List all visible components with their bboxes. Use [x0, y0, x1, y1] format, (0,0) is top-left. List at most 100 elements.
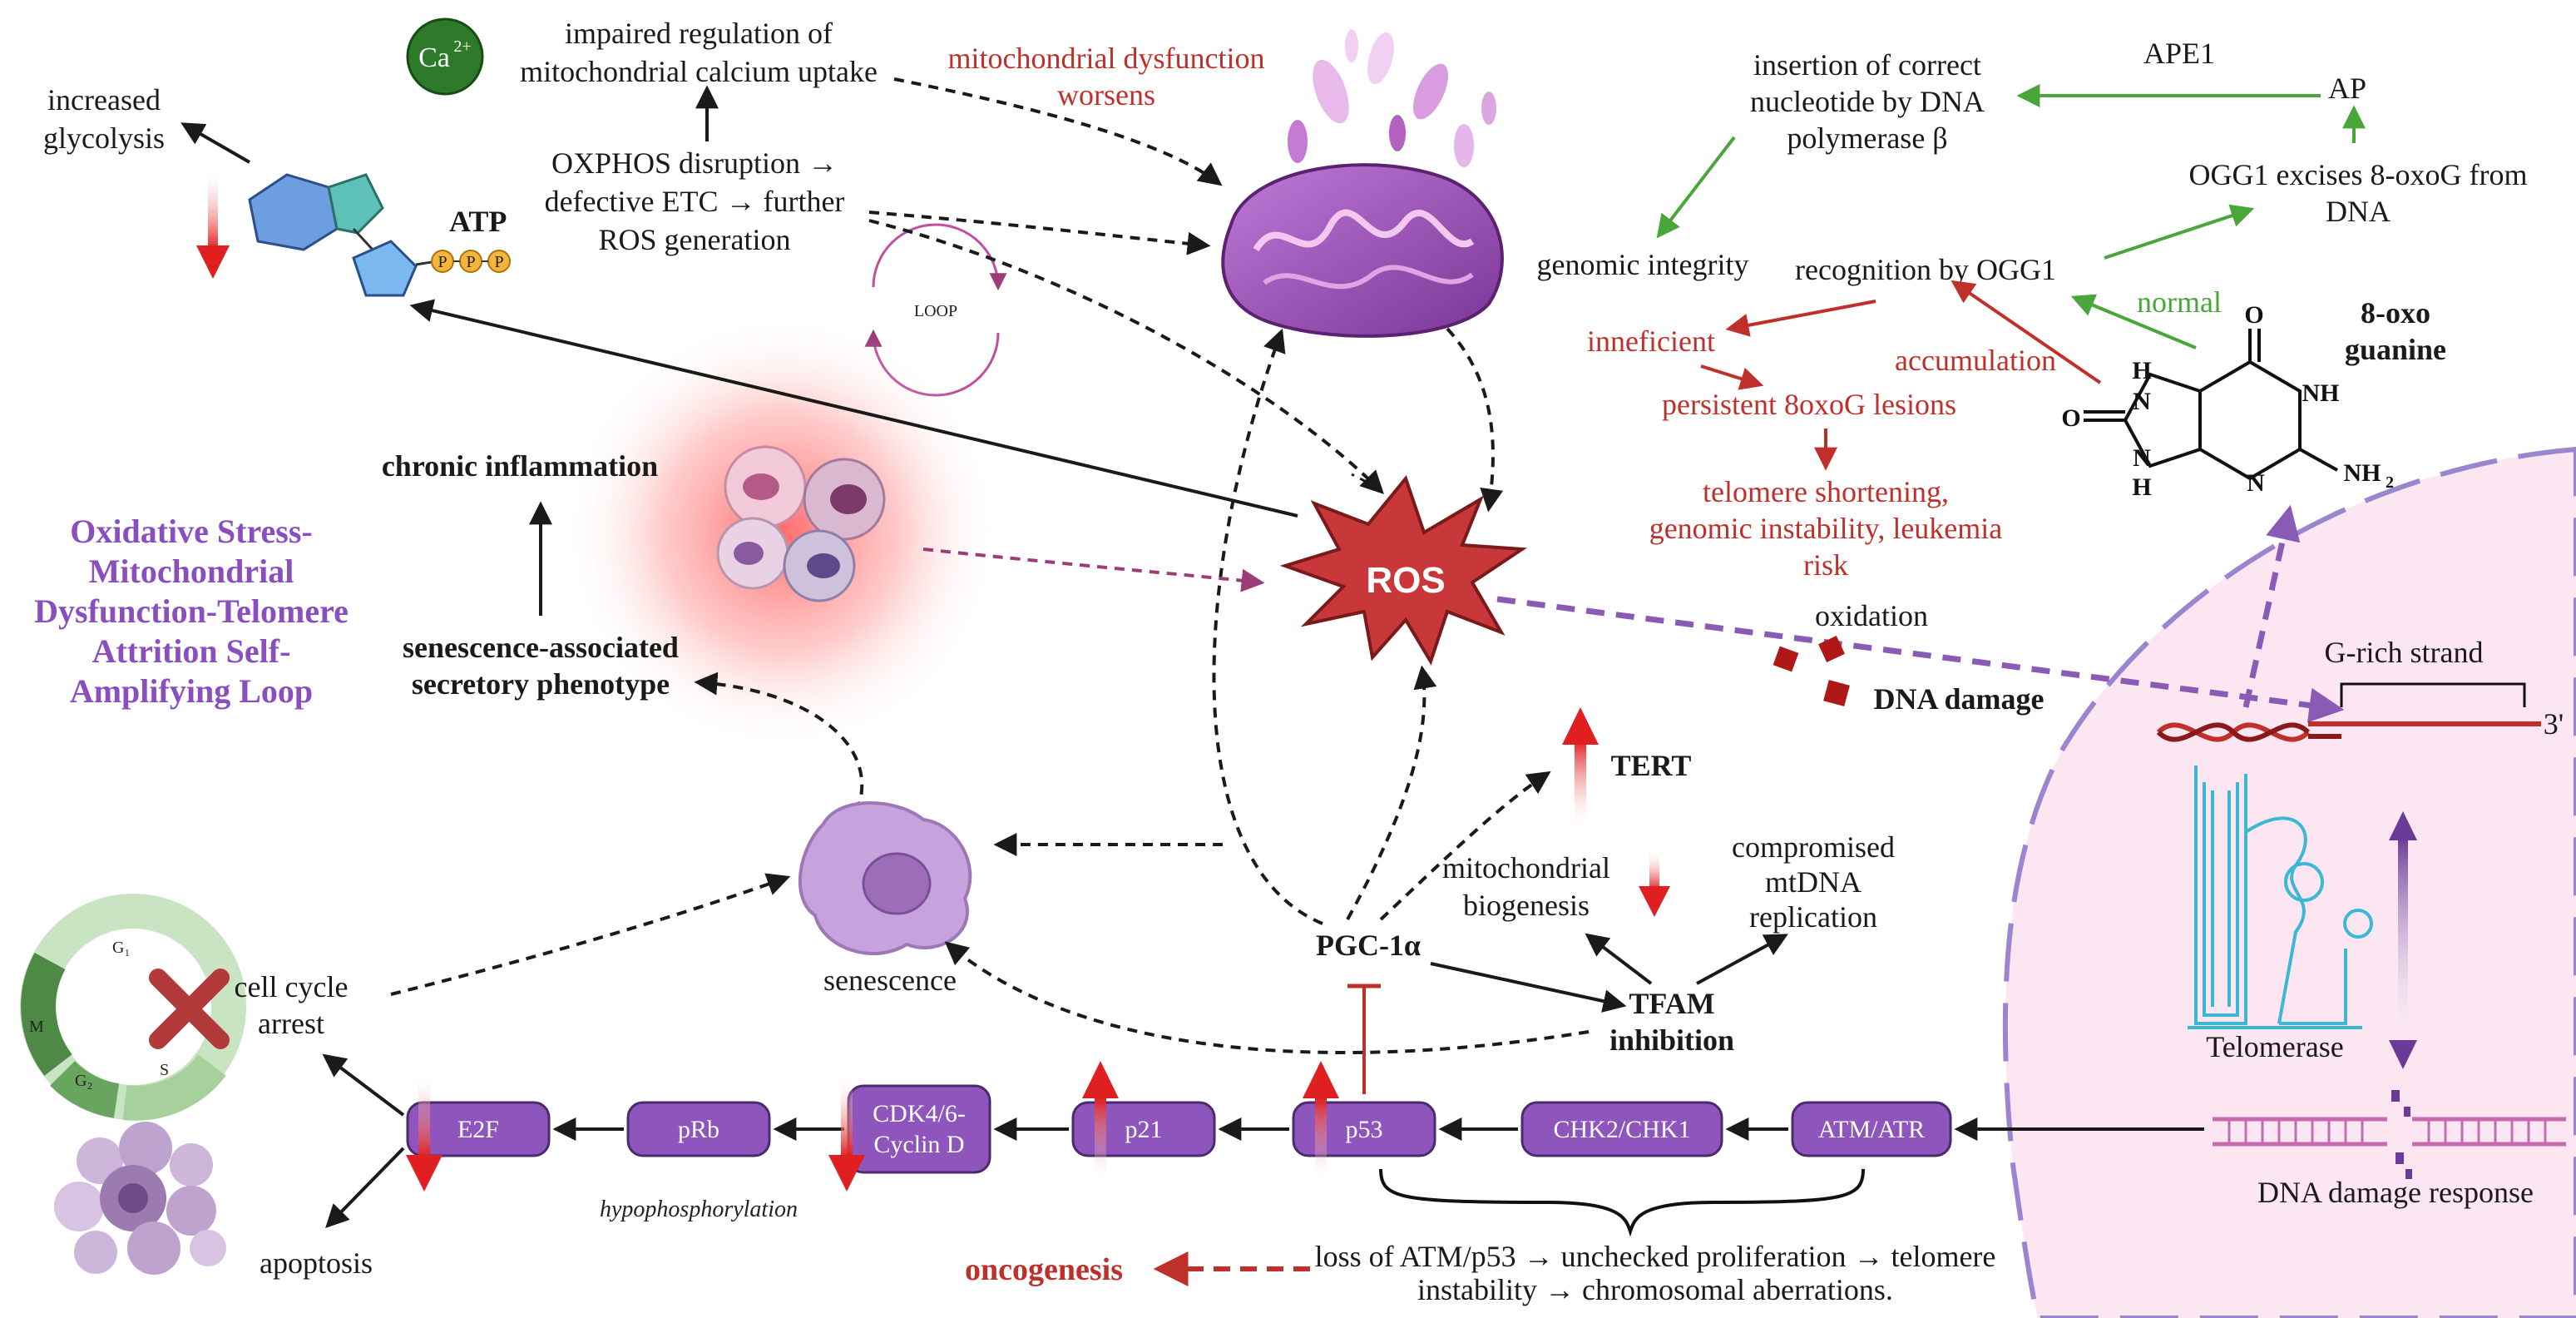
svg-text:Attrition Self-: Attrition Self-	[92, 632, 291, 670]
cell-membrane	[2002, 446, 2576, 1318]
svg-text:TFAM: TFAM	[1629, 987, 1714, 1020]
svg-text:G₂: G₂	[75, 1072, 92, 1090]
e2f-down-arrow-head	[406, 1155, 443, 1192]
ros-label: ROS	[1366, 560, 1445, 601]
impaired-calcium-label: impaired regulation of mitochondrial cal…	[520, 17, 878, 88]
arrow-tfam-to-senescence	[944, 941, 1590, 1054]
pathway-brace	[1379, 1168, 1865, 1237]
arrow-inflammation-to-ros	[922, 548, 1265, 592]
immune-cells-icon	[716, 445, 886, 602]
oncogenesis-label: oncogenesis	[965, 1252, 1123, 1287]
node-p21-label: p21	[1125, 1116, 1163, 1143]
increased-glycolysis-label: increased glycolysis	[43, 83, 165, 155]
chronic-inflammation-label: chronic inflammation	[382, 449, 658, 483]
svg-text:guanine: guanine	[2345, 333, 2446, 366]
hypophosphorylation-label: hypophosphorylation	[600, 1197, 798, 1222]
node-p53-label: p53	[1346, 1116, 1383, 1143]
svg-text:ROS generation: ROS generation	[599, 223, 791, 256]
node-chk	[1520, 1101, 1723, 1157]
svg-text:telomere shortening,: telomere shortening,	[1703, 475, 1949, 508]
oxphos-label: OXPHOS disruption → defective ETC → furt…	[545, 146, 845, 256]
calcium-icon: Ca 2+	[406, 17, 484, 96]
svg-text:P: P	[438, 253, 447, 271]
svg-text:Oxidative Stress-: Oxidative Stress-	[70, 513, 312, 550]
telomere-up-arrow-body	[2398, 836, 2408, 1053]
svg-text:NH: NH	[2302, 379, 2340, 407]
arrow-insertion-to-genomic	[1656, 136, 1736, 239]
svg-text:defective ETC → further: defective ETC → further	[545, 185, 845, 218]
ape1-label: APE1	[2143, 37, 2215, 70]
arrow-pgc-to-tert	[1379, 770, 1551, 921]
svg-text:polymerase β: polymerase β	[1787, 121, 1947, 155]
svg-text:cell cycle: cell cycle	[235, 970, 349, 1003]
svg-text:M: M	[29, 1018, 44, 1036]
telomere-up-arrow-head	[2389, 811, 2417, 840]
svg-text:S: S	[160, 1061, 169, 1079]
arrow-arrest-to-senescence	[390, 873, 791, 996]
node-prb-label: pRb	[678, 1116, 719, 1143]
arrow-oxphos-to-ros	[868, 219, 1384, 494]
svg-text:Amplifying Loop: Amplifying Loop	[70, 672, 313, 710]
arrow-ros-to-atp	[409, 299, 1298, 518]
p21-up-arrow-head	[1082, 1061, 1119, 1098]
oxoguanine-atoms: O O H N NH N H N NH 2	[2061, 301, 2394, 501]
svg-text:LOOP: LOOP	[914, 302, 957, 320]
svg-text:P: P	[494, 253, 503, 271]
arrow-tfam-to-biogenesis	[1585, 933, 1653, 985]
svg-text:O: O	[2244, 301, 2263, 329]
recognition-label: recognition by OGG1	[1795, 253, 2056, 286]
senescence-label: senescence	[823, 964, 957, 997]
arrow-pgc-to-mito	[1212, 328, 1323, 925]
apoptotic-cell-icon	[54, 1122, 226, 1275]
atp-molecule-icon: P P P	[248, 173, 511, 297]
senescent-cell-icon	[798, 801, 972, 956]
svg-text:replication: replication	[1749, 900, 1877, 934]
pathway-row: ATM/ATR CHK2/CHK1 p53 p21 CDK4/6- Cyclin…	[406, 1084, 2204, 1174]
svg-text:mitochondrial: mitochondrial	[1442, 851, 1610, 884]
svg-text:Mitochondrial: Mitochondrial	[89, 552, 294, 590]
cdk-down-arrow-body	[841, 1073, 853, 1157]
svg-text:biogenesis: biogenesis	[1463, 889, 1590, 922]
svg-text:N: N	[2133, 444, 2151, 472]
telomerase-label: Telomerase	[2206, 1030, 2343, 1063]
svg-text:NH: NH	[2344, 459, 2381, 487]
arrow-ros-to-telomere	[1496, 596, 2345, 723]
svg-text:loss of ATM/p53 → unchecked pr: loss of ATM/p53 → unchecked proliferatio…	[1315, 1240, 1996, 1273]
svg-text:G₁: G₁	[112, 939, 130, 957]
tert-up-arrow-body	[1575, 741, 1586, 832]
svg-text:DNA: DNA	[2326, 195, 2391, 228]
cdk-down-arrow-head	[828, 1155, 865, 1192]
telomere-shortening-label: telomere shortening, genomic instability…	[1649, 475, 2003, 582]
svg-text:inhibition: inhibition	[1609, 1023, 1734, 1057]
svg-text:OXPHOS disruption →: OXPHOS disruption →	[551, 146, 838, 180]
sasp-label: senescence-associated secretory phenotyp…	[403, 631, 679, 701]
arrow-senescence-to-sasp	[694, 671, 864, 812]
e2f-down-arrow-body	[418, 1073, 430, 1157]
arrow-telomere-to-oxoguanine	[2242, 504, 2301, 708]
arrow-e2f-to-apoptosis	[325, 1147, 405, 1229]
compromised-label: compromised mtDNA replication	[1732, 830, 1895, 934]
arrow-recognition-to-inneficient	[1725, 300, 1876, 337]
svg-text:Ca: Ca	[418, 42, 450, 73]
svg-text:instability → chromosomal aber: instability → chromosomal aberrations.	[1417, 1273, 1893, 1306]
oxoguanine-structure-icon	[2084, 329, 2338, 481]
persistent-lesions-label: persistent 8oxoG lesions	[1662, 388, 1956, 421]
svg-text:2: 2	[2386, 473, 2394, 492]
svg-text:senescence-associated: senescence-associated	[403, 631, 679, 664]
dna-damage-squares-icon	[1773, 636, 1850, 706]
glycolysis-down-arrow	[208, 166, 218, 250]
arrow-ros-to-glycolysis-connector	[1351, 473, 1382, 491]
arrow-pgc-to-ros	[1346, 665, 1437, 920]
svg-text:mitochondrial dysfunction: mitochondrial dysfunction	[948, 42, 1265, 75]
arrow-oxoguanine-accumulation	[1951, 280, 2102, 384]
svg-text:genomic instability, leukemia: genomic instability, leukemia	[1649, 512, 2003, 545]
telomerase-icon	[2188, 766, 2373, 1029]
oxidation-label: oxidation	[1815, 599, 1928, 632]
g-rich-strand-label: G-rich strand	[2325, 636, 2484, 669]
node-chk-label: CHK2/CHK1	[1553, 1116, 1690, 1143]
tert-up-arrow-head	[1562, 707, 1599, 745]
svg-text:worsens: worsens	[1057, 78, 1155, 111]
dna-damage-label: DNA damage	[1874, 682, 2044, 716]
svg-text:Dysfunction-Telomere: Dysfunction-Telomere	[34, 592, 349, 630]
svg-text:increased: increased	[47, 83, 161, 116]
